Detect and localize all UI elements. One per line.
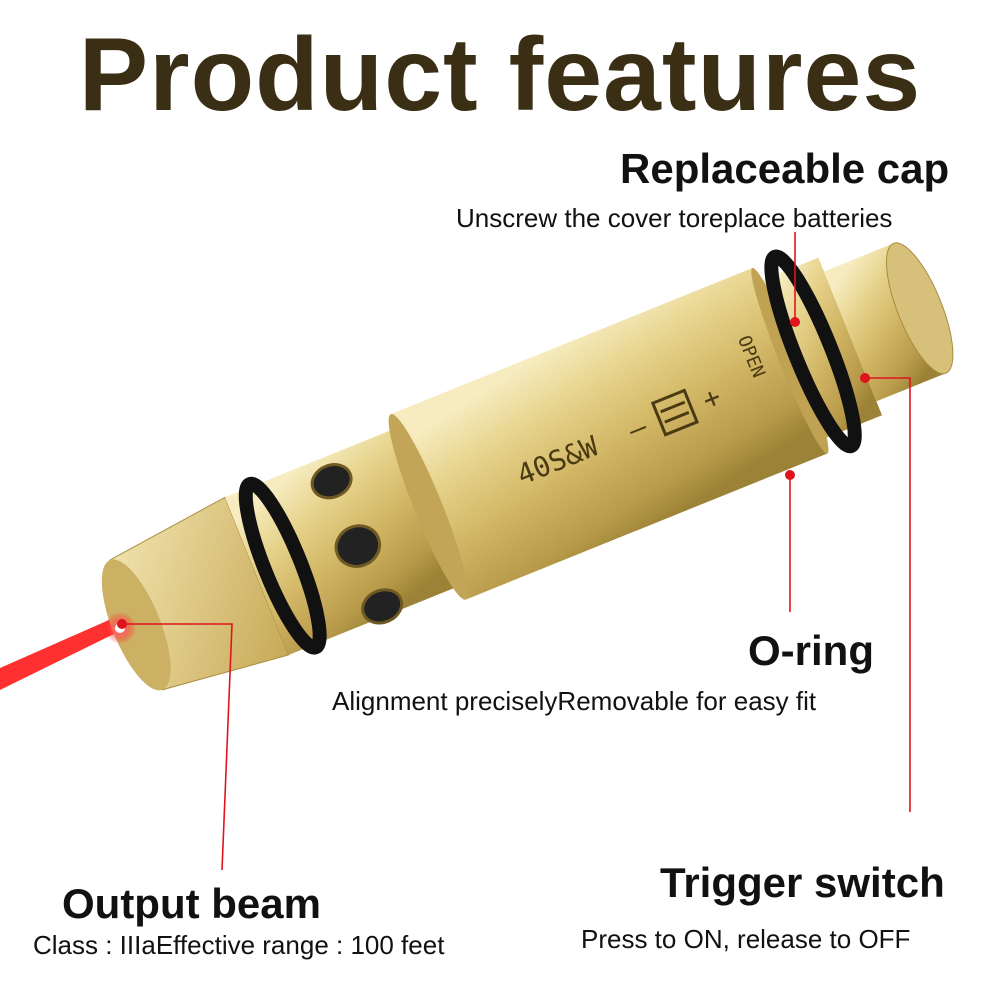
trigger-switch-heading: Trigger switch — [660, 859, 945, 906]
replaceable-cap-heading: Replaceable cap — [620, 145, 950, 192]
o-ring-front — [238, 476, 327, 655]
callout-line-trigger-switch — [865, 377, 911, 812]
battery-icon — [650, 388, 700, 437]
output-beam-description: Class : IIIaEffective range : 100 feet — [33, 930, 445, 960]
output-beam-heading: Output beam — [62, 880, 321, 927]
o-ring-heading: O-ring — [748, 627, 874, 674]
o-ring-rear — [764, 249, 862, 454]
callout-dot-trigger — [860, 373, 870, 383]
laser-beam — [0, 616, 122, 690]
nose-face — [101, 559, 171, 691]
callout-dot-cap — [790, 317, 800, 327]
page-title: Product features — [78, 17, 922, 133]
bullet-body: 40S&W – + OPEN — [101, 242, 954, 691]
hex-hole — [334, 524, 382, 568]
replaceable-cap-description: Unscrew the cover toreplace batteries — [456, 203, 893, 233]
cap — [823, 243, 946, 402]
callout-lines — [122, 232, 911, 871]
trigger-switch-description: Press to ON, release to OFF — [581, 924, 911, 954]
hex-hole — [310, 463, 353, 500]
callout-dot-o-ring — [785, 470, 795, 480]
main-barrel — [390, 268, 828, 600]
hex-hole — [361, 588, 404, 625]
callout-line-output-beam — [122, 623, 233, 871]
callout-dot-beam — [117, 619, 127, 629]
o-ring-description: Alignment preciselyRemovable for easy fi… — [332, 686, 817, 716]
